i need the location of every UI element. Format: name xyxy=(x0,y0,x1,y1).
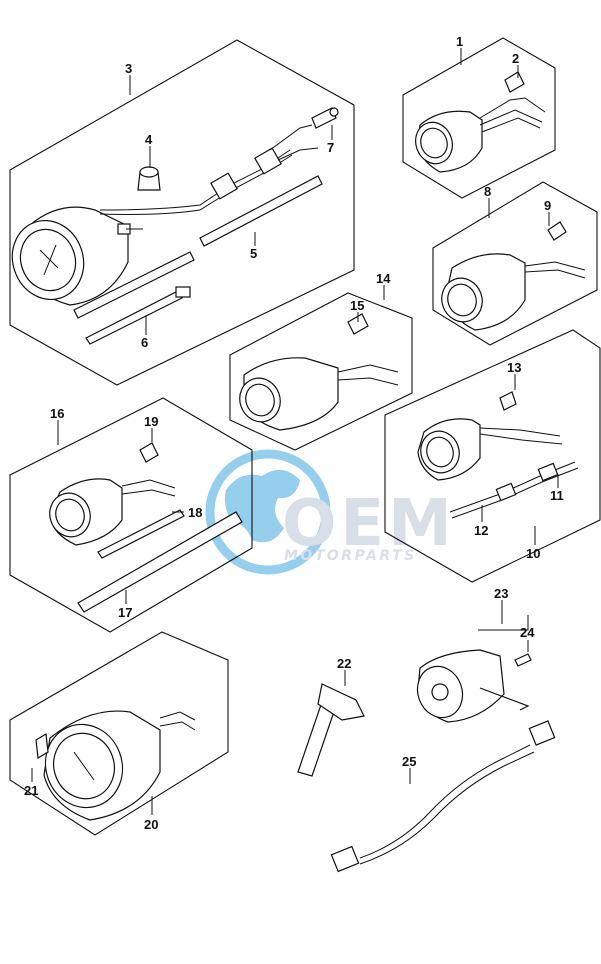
callout-4: 4 xyxy=(145,132,153,147)
callout-10: 10 xyxy=(526,546,540,561)
group-kit-16 xyxy=(9,397,253,633)
callout-9: 9 xyxy=(544,198,551,213)
watermark-globe-icon xyxy=(205,449,331,575)
callout-21: 21 xyxy=(24,783,38,798)
harness-25 xyxy=(330,720,556,873)
group-kit-14 xyxy=(229,292,413,451)
watermark-tagline: MOTORPARTS xyxy=(284,548,417,564)
watermark-brand: OEM xyxy=(282,487,456,561)
group-kit-10 xyxy=(384,329,601,583)
bulb-4 xyxy=(137,166,161,191)
callout-13: 13 xyxy=(507,360,521,375)
sensor-22 xyxy=(297,683,365,777)
callout-1: 1 xyxy=(456,34,463,49)
callout-14: 14 xyxy=(376,271,391,286)
group-kit-8 xyxy=(432,181,598,346)
group-kit-1 xyxy=(402,37,556,199)
callout-2: 2 xyxy=(512,51,519,66)
callout-17: 17 xyxy=(118,605,132,620)
callout-20: 20 xyxy=(144,817,158,832)
callout-8: 8 xyxy=(484,184,491,199)
callout-11: 11 xyxy=(550,488,564,503)
callout-12: 12 xyxy=(474,523,488,538)
callout-labels: 1 2 3 4 5 6 7 8 9 10 11 12 13 14 15 16 1… xyxy=(24,34,564,832)
callout-18: 18 xyxy=(188,505,202,520)
watermark: OEM MOTORPARTS xyxy=(205,449,456,575)
connector-7 xyxy=(311,107,339,129)
screw-24 xyxy=(514,653,532,667)
callout-15: 15 xyxy=(350,298,364,313)
callout-19: 19 xyxy=(144,414,158,429)
callout-25: 25 xyxy=(402,754,416,769)
group-kit-3 xyxy=(9,39,355,386)
callout-16: 16 xyxy=(50,406,64,421)
callout-3: 3 xyxy=(125,61,132,76)
gauge-3 xyxy=(11,206,143,306)
callout-6: 6 xyxy=(141,335,148,350)
callout-5: 5 xyxy=(250,246,257,261)
leader-lines xyxy=(31,48,559,815)
housing-23 xyxy=(416,649,530,723)
callout-23: 23 xyxy=(494,586,508,601)
callout-22: 22 xyxy=(337,656,351,671)
callout-24: 24 xyxy=(520,625,535,640)
group-kit-20 xyxy=(9,631,229,836)
callout-7: 7 xyxy=(327,140,334,155)
